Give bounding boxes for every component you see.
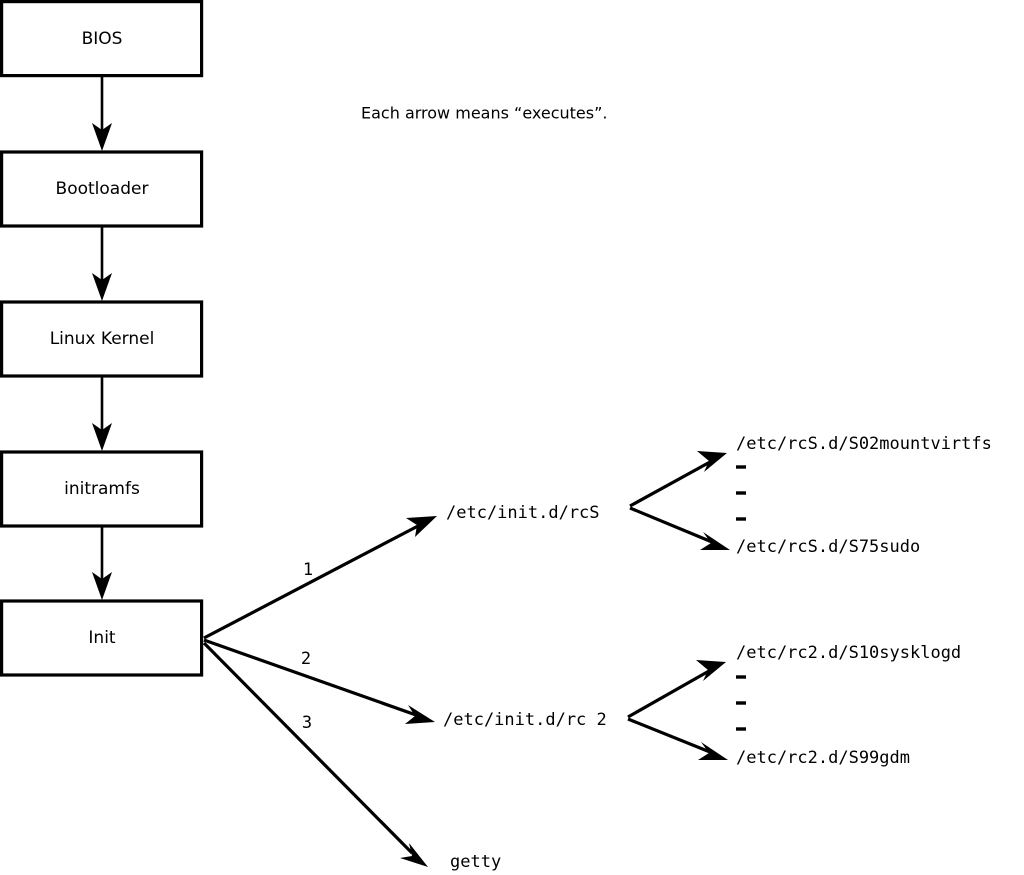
rc2-ellipsis	[736, 675, 746, 731]
arrow-bios-to-bootloader	[92, 77, 112, 151]
node-initramfs-label: initramfs	[64, 479, 140, 499]
node-linux-kernel-label: Linux Kernel	[50, 329, 155, 349]
node-linux-kernel-box	[0, 300, 204, 378]
node-initramfs[interactable]: initramfs	[0, 450, 204, 528]
node-bios[interactable]: BIOS	[0, 0, 204, 78]
node-linux-kernel[interactable]: Linux Kernel	[0, 300, 204, 378]
arrow-init-branch-2	[203, 638, 435, 724]
label-rc2-script-first[interactable]: /etc/rc2.d/S10sysklogd	[736, 643, 961, 663]
arrow-rc2-to-last-script	[627, 717, 728, 760]
arrow-init-branch-1	[203, 516, 437, 640]
diagram-caption: Each arrow means “executes”.	[361, 104, 607, 123]
node-bios-box	[0, 0, 204, 78]
node-bootloader-box	[0, 150, 204, 228]
node-bootloader[interactable]: Bootloader	[0, 150, 204, 228]
node-bootloader-label: Bootloader	[56, 179, 149, 199]
arrow-initramfs-to-init	[92, 527, 112, 600]
node-init-label: Init	[88, 628, 116, 648]
label-rc2-script-last[interactable]: /etc/rc2.d/S99gdm	[736, 748, 910, 768]
label-rcS-script-first[interactable]: /etc/rcS.d/S02mountvirtfs	[736, 434, 992, 454]
arrow-kernel-to-initramfs	[92, 377, 112, 451]
node-initramfs-box	[0, 450, 204, 528]
arrow-rcS-to-last-script	[629, 506, 730, 550]
label-etc-init-d-rcS[interactable]: /etc/init.d/rcS	[446, 503, 600, 523]
arrow-rcS-to-first-script	[629, 451, 727, 508]
edge-number-2: 2	[301, 649, 311, 669]
label-etc-init-d-rc2[interactable]: /etc/init.d/rc 2	[443, 710, 607, 730]
edge-number-3: 3	[302, 713, 312, 733]
arrow-rc2-to-first-script	[627, 660, 726, 719]
label-getty[interactable]: getty	[450, 852, 501, 872]
label-rcS-script-last[interactable]: /etc/rcS.d/S75sudo	[736, 537, 920, 557]
arrow-bootloader-to-kernel	[92, 227, 112, 301]
arrow-init-branch-3	[202, 641, 428, 867]
edge-number-1: 1	[303, 560, 313, 580]
node-init-box	[0, 599, 204, 677]
node-init[interactable]: Init	[0, 599, 204, 677]
node-bios-label: BIOS	[82, 29, 123, 49]
rcS-ellipsis	[736, 465, 746, 521]
